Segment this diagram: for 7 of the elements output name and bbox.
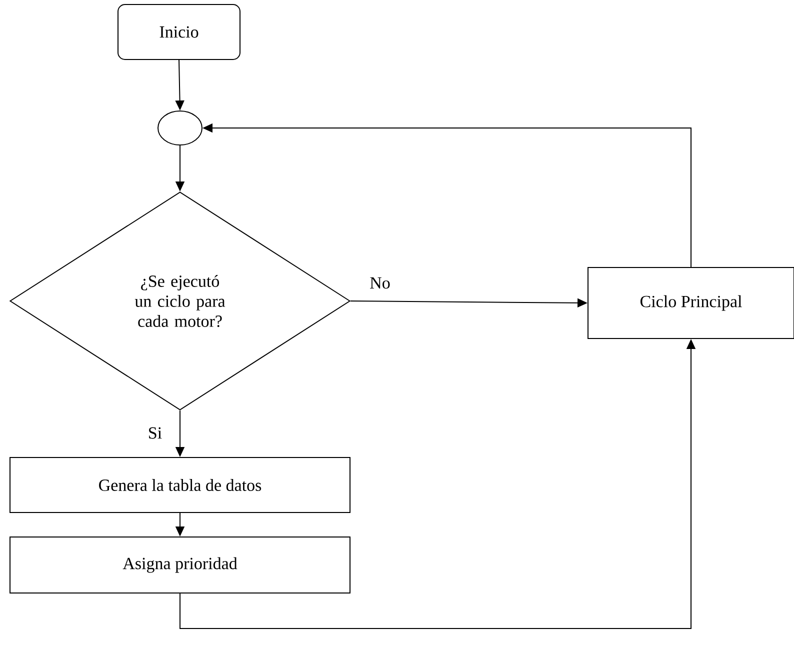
- process-box: Asigna prioridad: [10, 536, 350, 594]
- edge-label: Si: [146, 426, 164, 440]
- start-box: Inicio: [118, 4, 240, 60]
- process-box: Ciclo Principal: [588, 267, 794, 339]
- connector-circle: [158, 110, 202, 146]
- process-box: Genera la tabla de datos: [10, 457, 350, 513]
- edge-label: No: [368, 276, 392, 290]
